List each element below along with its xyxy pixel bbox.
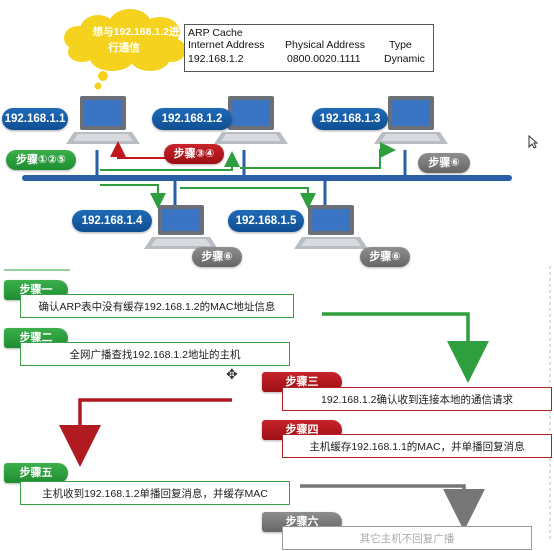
broadcast-arrow-h5 [180,187,316,209]
flow-arrow-gray [300,484,485,531]
flow-arrow-red [59,398,232,467]
arp-header-internet-address: Internet Address [188,39,265,51]
arp-row-ip: 192.168.1.2 [188,53,244,65]
thought-cloud [64,9,186,90]
tag-h5-steps: 步骤⑥ [360,247,410,267]
step4-box: 主机缓存192.168.1.1的MAC，并单播回复消息 [282,434,552,458]
laptop-h2 [214,96,288,144]
tag-h3-steps: 步骤⑥ [418,153,470,173]
network-bus [22,175,512,181]
laptop-h1 [66,96,140,144]
step6-box: 其它主机不回复广播 [282,526,532,550]
broadcast-arrow-h3 [240,142,396,169]
arp-row-type: Dynamic [384,53,425,65]
host-ip-h2: 192.168.1.2 [152,108,232,130]
laptop-h5 [294,205,368,249]
laptop-h4 [144,205,218,249]
host-ip-h5: 192.168.1.5 [228,210,304,232]
step5-box: 主机收到192.168.1.2单播回复消息，并缓存MAC [20,481,290,505]
broadcast-arrow-h2 [100,151,240,171]
step5-label: 步骤五 [4,463,68,483]
cloud-text-line1: 想与192.168.1.2进 [92,26,180,38]
step2-box: 全网广播查找192.168.1.2地址的主机 [20,342,290,366]
host-ip-h4: 192.168.1.4 [72,210,152,232]
cloud-text-line2: 行通信 [108,42,140,54]
arp-row-mac: 0800.0020.1111 [287,53,361,65]
tag-h2-steps: 步骤③④ [164,144,224,164]
flow-arrow-green [322,312,489,383]
arp-header-type: Type [389,39,412,51]
arp-header-physical-address: Physical Address [285,39,365,51]
broadcast-arrow-h4 [100,184,166,209]
arp-cache-table: ARP Cache Internet Address Physical Addr… [184,24,434,72]
arrow-cursor-icon [528,135,538,149]
host-ip-h3: 192.168.1.3 [312,108,388,130]
tag-h1-steps: 步骤①②⑤ [6,150,76,170]
network-diagram [4,9,551,539]
tag-h4-steps: 步骤⑥ [192,247,242,267]
host-ip-h1: 192.168.1.1 [2,108,68,130]
move-cursor-icon: ✥ [226,366,238,382]
laptop-h3 [374,96,448,144]
step1-box: 确认ARP表中没有缓存192.168.1.2的MAC地址信息 [20,294,294,318]
step3-box: 192.168.1.2确认收到连接本地的通信请求 [282,387,552,411]
arp-title: ARP Cache [188,27,243,39]
